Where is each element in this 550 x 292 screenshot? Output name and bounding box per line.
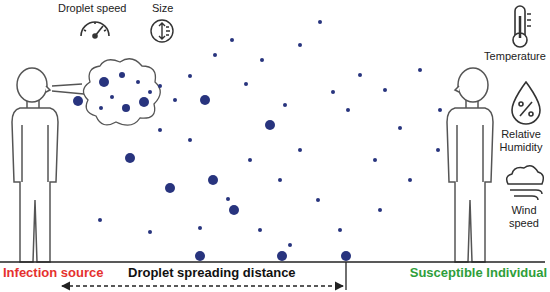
size-icon — [151, 20, 173, 42]
label-text: Wind speed — [509, 204, 539, 229]
source-label: Infection source — [3, 266, 123, 281]
icon-label: Wind speed — [502, 204, 546, 229]
label-text: Relative Humidity — [500, 128, 543, 153]
cough-cloud — [52, 59, 160, 125]
label-text: Droplet spreading distance — [128, 265, 296, 280]
dimension-label: Droplet spreading distance — [128, 266, 318, 281]
humidity-icon — [512, 82, 540, 124]
wind-icon — [507, 166, 544, 200]
label-text: Temperature — [484, 50, 546, 62]
target-label: Susceptible Individual — [392, 266, 547, 281]
distance-dimension — [62, 262, 346, 290]
icon-label: Temperature — [482, 50, 548, 63]
icon-label: Relative Humidity — [495, 128, 547, 153]
label-text: Infection source — [3, 265, 103, 280]
thermometer-icon — [513, 6, 531, 47]
label-text: Susceptible Individual — [410, 265, 547, 280]
icon-label: Size — [152, 2, 192, 15]
ground-line — [0, 261, 545, 263]
icon-label: Droplet speed — [58, 2, 140, 15]
person-figure — [12, 68, 58, 262]
speedometer-icon — [81, 22, 109, 38]
label-text: Droplet speed — [58, 2, 127, 14]
droplets — [73, 20, 442, 261]
person-figure — [447, 68, 493, 262]
label-text: Size — [152, 2, 173, 14]
